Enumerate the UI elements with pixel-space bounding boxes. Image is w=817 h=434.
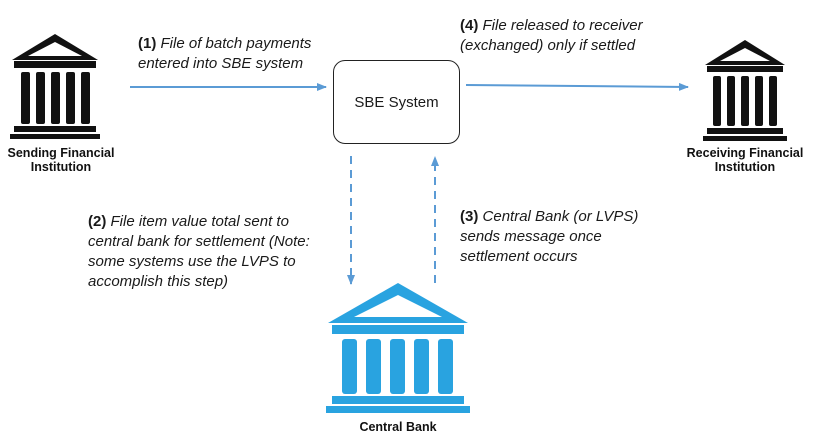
- step-2-line-3: some systems use the LVPS to: [88, 253, 296, 270]
- receiving-institution-label: Receiving Financial Institution: [680, 146, 810, 174]
- receiving-label-line2: Institution: [714, 160, 776, 174]
- step-4-line-1: File released to receiver: [482, 17, 643, 34]
- step-4-annotation: (4) File released to receiver (exchanged…: [460, 16, 643, 56]
- step-2-number: (2): [88, 213, 107, 230]
- step-1-annotation: (1) File of batch payments entered into …: [138, 34, 311, 74]
- step-3-line-1: Central Bank (or LVPS): [482, 208, 639, 225]
- sbe-system-label: SBE System: [354, 93, 439, 111]
- step-2-line-1: File item value total sent to: [110, 213, 289, 230]
- step-1-line-1: File of batch payments: [160, 35, 312, 52]
- central-bank-label-text: Central Bank: [359, 420, 437, 434]
- sbe-system-box: SBE System: [333, 60, 460, 144]
- step-4-line-2: (exchanged) only if settled: [460, 37, 636, 54]
- arrow-sbe-to-receiving: [465, 82, 689, 91]
- step-2-line-4: accomplish this step): [88, 273, 229, 290]
- step-3-line-3: settlement occurs: [460, 248, 578, 265]
- step-1-number: (1): [138, 35, 157, 52]
- step-3-number: (3): [460, 208, 479, 225]
- sending-label-line1: Sending Financial: [7, 146, 115, 160]
- step-3-line-2: sends message once: [460, 228, 602, 245]
- sending-institution-label: Sending Financial Institution: [0, 146, 122, 174]
- step-1-line-2: entered into SBE system: [138, 55, 304, 72]
- step-2-annotation: (2) File item value total sent to centra…: [88, 212, 310, 292]
- sending-label-line2: Institution: [30, 160, 92, 174]
- step-3-annotation: (3) Central Bank (or LVPS) sends message…: [460, 207, 638, 267]
- step-4-number: (4): [460, 17, 479, 34]
- central-bank-label: Central Bank: [338, 420, 458, 434]
- step-2-line-2: central bank for settlement (Note:: [88, 233, 310, 250]
- receiving-label-line1: Receiving Financial: [686, 146, 804, 160]
